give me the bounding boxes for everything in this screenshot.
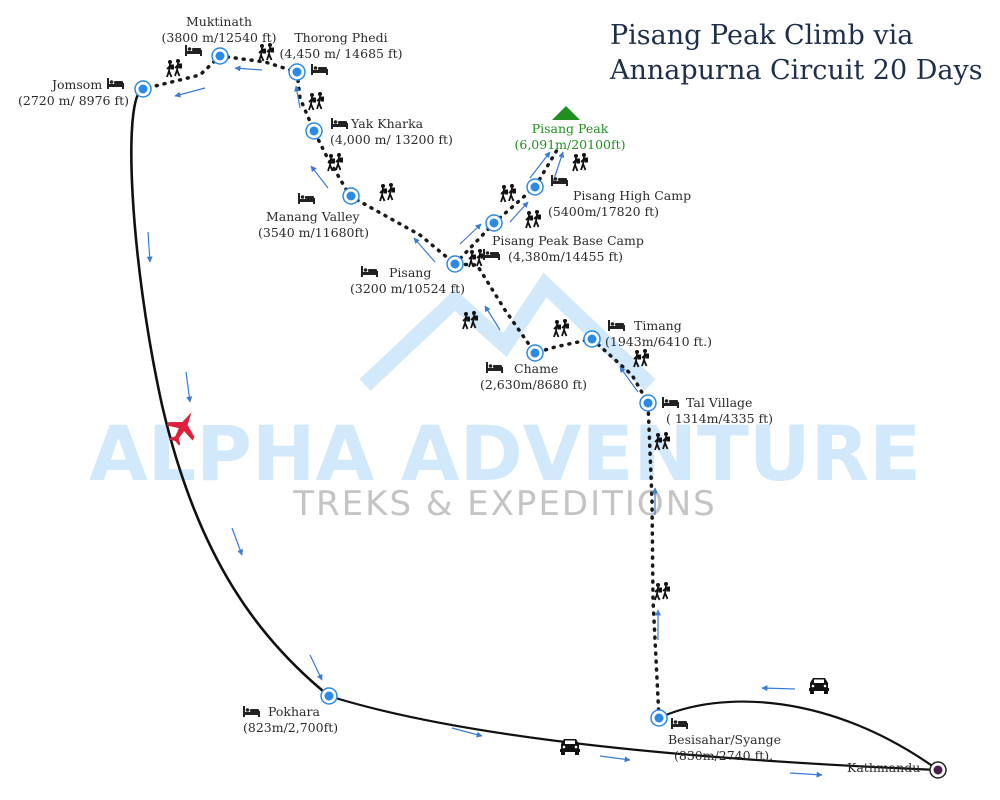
label-manang-valley-alt: (3540 m/11680ft): [258, 225, 369, 240]
map-title-line2: Annapurna Circuit 20 Days: [609, 55, 983, 86]
label-thorong-phedi-name: Thorong Phedi: [294, 30, 387, 45]
label-muktinath-name: Muktinath: [186, 14, 252, 29]
label-pisang-base-camp-alt: (4,380m/14455 ft): [508, 249, 623, 264]
peak-triangle-icon: [552, 106, 580, 120]
flight-route: [130, 87, 330, 698]
drive-route-kathmandu-besisahar: [658, 700, 939, 771]
label-chame-name: Chame: [514, 361, 558, 376]
label-tal-village-alt: ( 1314m/4335 ft): [666, 411, 773, 426]
label-thorong-phedi-alt: (4,450 m/ 14685 ft): [280, 46, 403, 61]
label-chame-alt: (2,630m/8680 ft): [480, 377, 587, 392]
label-kathmandu-name: Kathmandu: [847, 760, 920, 775]
label-jomsom-alt: (2720 m/ 8976 ft): [18, 93, 129, 108]
car-icon: [809, 678, 829, 694]
label-pokhara-name: Pokhara: [268, 704, 320, 719]
drive-route-pokhara-kathmandu: [328, 694, 939, 772]
label-pisang-high-camp-alt: (5400m/17820 ft): [548, 204, 659, 219]
label-besisahar-name: Besisahar/Syange: [668, 732, 781, 747]
label-pisang-name: Pisang: [389, 265, 431, 280]
label-besisahar-alt: (830m/2740 ft).: [674, 748, 773, 763]
label-manang-valley-name: Manang Valley: [266, 209, 361, 224]
direction-arrows: [146, 65, 823, 778]
label-timang-alt: (1943m/6410 ft.): [605, 334, 712, 349]
label-pisang-high-camp-name: Pisang High Camp: [573, 188, 691, 203]
watermark: ALPHA ADVENTURE TREKS & EXPEDITIONS: [89, 272, 921, 524]
label-yak-kharka-name: Yak Kharka: [350, 116, 424, 131]
label-pisang-peak-name: Pisang Peak: [532, 121, 609, 136]
map-title-line1: Pisang Peak Climb via: [610, 20, 913, 51]
label-tal-village-name: Tal Village: [686, 395, 752, 410]
watermark-brand: ALPHA ADVENTURE: [89, 409, 921, 498]
trekking-route: [141, 54, 661, 720]
label-yak-kharka-alt: (4,000 m/ 13200 ft): [330, 132, 453, 147]
plane-icon: [166, 412, 195, 446]
watermark-tagline: TREKS & EXPEDITIONS: [292, 484, 716, 524]
label-pisang-peak-alt: (6,091m/20100ft): [514, 137, 625, 152]
label-muktinath-alt: (3800 m/12540 ft): [162, 30, 277, 45]
label-pisang-alt: (3200 m/10524 ft): [350, 281, 465, 296]
kathmandu-node: [929, 761, 947, 779]
label-timang-name: Timang: [634, 318, 682, 333]
label-pokhara-alt: (823m/2,700ft): [243, 720, 338, 735]
label-jomsom-name: Jomsom: [50, 77, 102, 92]
car-icon: [560, 739, 580, 755]
label-pisang-base-camp-name: Pisang Peak Base Camp: [492, 233, 644, 248]
